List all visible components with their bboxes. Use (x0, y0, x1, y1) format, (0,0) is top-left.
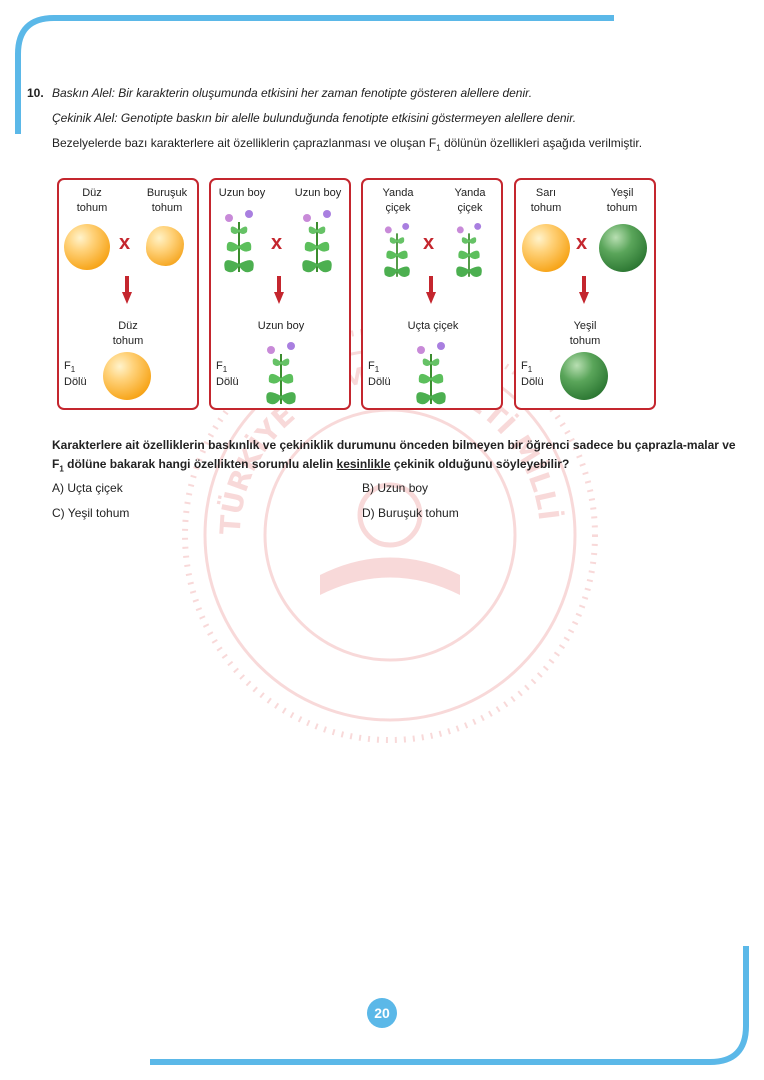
dominant-text: Bir karakterin oluşumunda etkisini her z… (114, 86, 533, 100)
page-number-badge: 20 (367, 998, 397, 1028)
parent-right-label: Buruşuk tohum (146, 187, 188, 214)
f1-sub: 1 (374, 365, 380, 375)
parent-left-label: Yanda çiçek (382, 187, 414, 214)
option-text: Buruşuk tohum (378, 506, 459, 520)
option-text: Uzun boy (377, 481, 429, 495)
dominant-allele-definition: Baskın Alel: Bir karakterin oluşumunda e… (52, 86, 532, 100)
stem-sub: 1 (59, 464, 64, 474)
offspring-label: Düz tohum (112, 320, 144, 347)
stem-text-b: dölüne bakarak hangi özellikten sorumlu … (63, 457, 337, 471)
option-d[interactable]: D) Buruşuk tohum (362, 506, 459, 520)
f1-word: Dölü (216, 376, 239, 389)
parent-left-label: Uzun boy (218, 187, 266, 199)
option-a[interactable]: A) Uçta çiçek (52, 481, 123, 495)
f1-letter: F (64, 360, 71, 372)
green-seed-icon (599, 224, 647, 272)
f1-letter: F (368, 360, 375, 372)
intro-text-a: Bezelyelerde bazı karakterlere ait özell… (52, 136, 437, 150)
arrow-down-icon (122, 276, 132, 304)
f1-word: Dölü (368, 376, 391, 389)
yellow-seed-icon (522, 224, 570, 272)
f1-sub: 1 (70, 365, 76, 375)
terminal-flower-plant-icon (415, 341, 447, 406)
arrow-down-icon (274, 276, 284, 304)
stem-text-a: Karakterlere ait özelliklerin baskınlık … (52, 438, 736, 471)
option-text: Uçta çiçek (67, 481, 123, 495)
offspring-label: Uzun boy (257, 320, 305, 332)
question-stem: Karakterlere ait özelliklerin baskınlık … (52, 436, 742, 478)
stem-emphasis: kesinlikle (336, 457, 391, 471)
parent-right-label: Yeşil tohum (606, 187, 638, 214)
f1-word: Dölü (521, 376, 544, 389)
stem-text-c: çekinik olduğunu söyleyebilir? (390, 457, 570, 471)
question-number: 10. (27, 86, 44, 100)
recessive-allele-definition: Çekinik Alel: Genotipte baskın bir alell… (52, 111, 576, 125)
arrow-down-icon (579, 276, 589, 304)
f1-word: Dölü (64, 376, 87, 389)
cross-symbol: x (423, 232, 435, 254)
parent-left-label: Düz tohum (76, 187, 108, 214)
dominant-term: Baskın Alel: (52, 86, 115, 100)
page-frame-top (15, 15, 614, 134)
axial-flower-plant-icon (383, 222, 411, 278)
f1-sub: 1 (222, 365, 228, 375)
f1-sub: 1 (527, 365, 533, 375)
option-b[interactable]: B) Uzun boy (362, 481, 428, 495)
option-letter: B) (362, 481, 374, 495)
tall-plant-icon (223, 209, 255, 274)
parent-left-label: Sarı tohum (530, 187, 562, 214)
smooth-seed-icon (64, 224, 110, 270)
option-letter: A) (52, 481, 64, 495)
recessive-text: Genotipte baskın bir alelle bulunduğunda… (117, 111, 577, 125)
f1-letter: F (521, 360, 528, 372)
arrow-down-icon (426, 276, 436, 304)
cross-symbol: x (576, 232, 588, 254)
option-text: Yeşil tohum (67, 506, 130, 520)
offspring-label: Yeşil tohum (569, 320, 601, 347)
page-frame-bottom (150, 946, 749, 1065)
smooth-seed-offspring-icon (103, 352, 151, 400)
option-letter: C) (52, 506, 65, 520)
intro-text-b: dölünün özellikleri aşağıda verilmiştir. (440, 136, 643, 150)
parent-right-label: Yanda çiçek (454, 187, 486, 214)
tall-plant-icon (301, 209, 333, 274)
cross-symbol: x (119, 232, 131, 254)
recessive-term: Çekinik Alel: (52, 111, 118, 125)
intro-sub: 1 (436, 143, 441, 153)
option-c[interactable]: C) Yeşil tohum (52, 506, 129, 520)
cross-symbol: x (271, 232, 283, 254)
parent-right-label: Uzun boy (294, 187, 342, 199)
tall-plant-offspring-icon (265, 341, 297, 406)
f1-letter: F (216, 360, 223, 372)
offspring-label: Uçta çiçek (407, 320, 459, 332)
axial-flower-plant-icon (455, 222, 483, 278)
option-letter: D) (362, 506, 375, 520)
wrinkled-seed-icon (146, 226, 184, 266)
green-seed-offspring-icon (560, 352, 608, 400)
cross-intro: Bezelyelerde bazı karakterlere ait özell… (52, 136, 642, 152)
